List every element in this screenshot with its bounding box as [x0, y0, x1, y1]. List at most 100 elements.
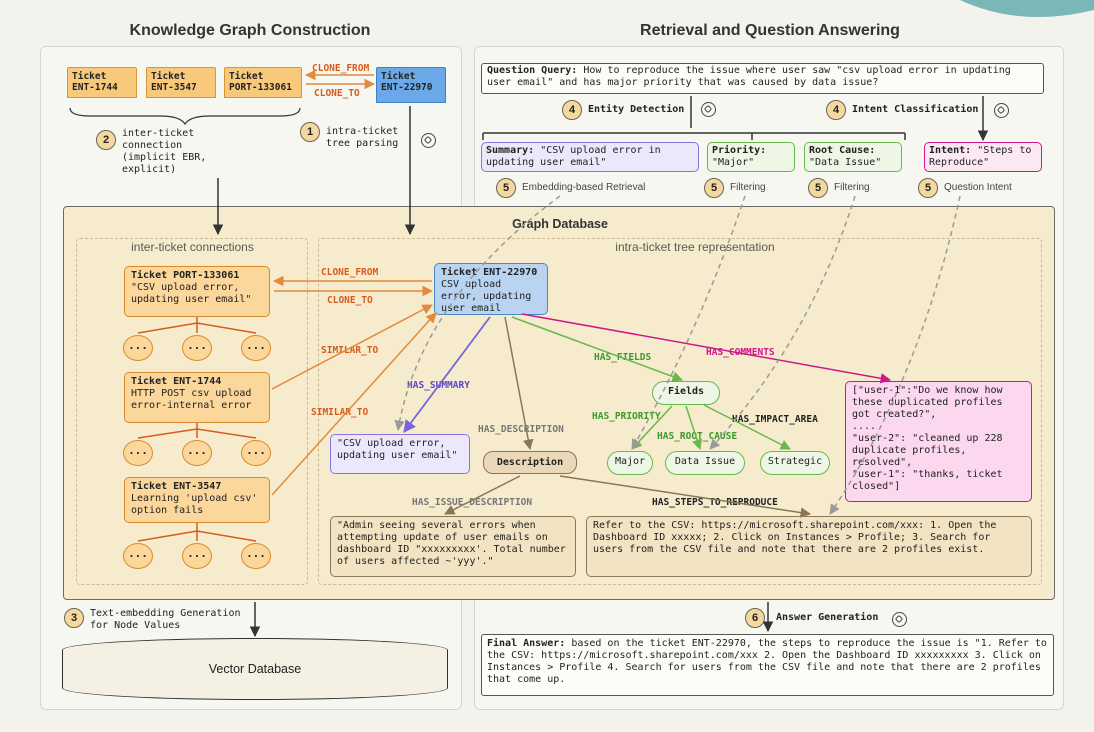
ticket-doc-id: ENT-22970	[381, 82, 433, 93]
ticket-doc-id: ENT-3547	[151, 82, 197, 93]
ticket-doc-label: Ticket	[229, 71, 264, 82]
step-5-badge: 5	[918, 178, 938, 198]
left-heading: Knowledge Graph Construction	[129, 22, 371, 39]
question-query-box: Question Query: How to reproduce the iss…	[481, 63, 1044, 94]
step-5-filtering-label: Filtering	[730, 182, 766, 193]
intent-box: Intent: "Steps to Reproduce"	[924, 142, 1042, 172]
child-node-ellipsis: ...	[241, 335, 271, 361]
intent-box-value: "Steps to Reproduce"	[929, 145, 1032, 168]
root-cause-entity-value: "Data Issue"	[809, 157, 882, 168]
intent-box-label: Intent:	[929, 145, 972, 156]
top-clone-to-label: CLONE_TO	[314, 88, 360, 99]
summary-entity-box: Summary: "CSV upload error in updating u…	[481, 142, 699, 172]
step-2-label: inter-ticket connection (implicit EBR, e…	[122, 128, 207, 175]
step-3-badge: 3	[64, 608, 84, 628]
right-heading: Retrieval and Question Answering	[640, 22, 900, 39]
question-query-text: How to reproduce the issue where user sa…	[487, 65, 1011, 88]
ticket-doc-id: ENT-1744	[72, 82, 118, 93]
step-4-intent-badge: 4	[826, 100, 846, 120]
step-1-badge: 1	[300, 122, 320, 142]
child-node-ellipsis: ...	[182, 543, 212, 569]
summary-entity-label: Summary:	[486, 145, 535, 156]
step-4-entity-badge: 4	[562, 100, 582, 120]
edge-label-has-description: HAS_DESCRIPTION	[478, 424, 564, 435]
intent-classification-label: Intent Classification	[852, 104, 979, 115]
field-value-major: Major	[607, 451, 653, 475]
step-5-badge: 5	[496, 178, 516, 198]
node-body: Learning 'upload csv' option fails	[131, 493, 258, 516]
node-title: Ticket ENT-1744	[131, 376, 222, 387]
step-6-badge: 6	[745, 608, 765, 628]
edge-label-clone-to: CLONE_TO	[327, 295, 373, 306]
step-5-badge: 5	[704, 178, 724, 198]
top-clone-from-label: CLONE_FROM	[312, 63, 370, 74]
openai-icon	[421, 133, 436, 148]
child-node-ellipsis: ...	[182, 335, 212, 361]
step-3-label: Text-embedding Generation for Node Value…	[90, 608, 241, 631]
node-ent-1744: Ticket ENT-1744 HTTP POST csv upload err…	[124, 372, 270, 423]
graph-database-title: Graph Database	[512, 217, 608, 231]
steps-to-reproduce-node: Refer to the CSV: https://microsoft.shar…	[586, 516, 1032, 577]
step-5-question-intent-label: Question Intent	[944, 182, 1012, 193]
node-title: Ticket ENT-3547	[131, 481, 222, 492]
root-cause-entity-box: Root Cause: "Data Issue"	[804, 142, 902, 172]
vector-database-label: Vector Database	[208, 662, 302, 676]
edge-label-similar-to-1: SIMILAR_TO	[321, 345, 379, 356]
priority-entity-value: "Major"	[712, 157, 755, 168]
edge-label-has-steps-to-reproduce: HAS_STEPS_TO_REPRODUCE	[652, 497, 778, 508]
openai-icon	[994, 103, 1009, 118]
node-title: Ticket PORT-133061	[131, 270, 240, 281]
edge-label-has-root-cause: HAS_ROOT_CAUSE	[657, 431, 738, 442]
question-query-label: Question Query:	[487, 65, 578, 76]
final-answer-label: Final Answer:	[487, 638, 566, 649]
node-body: "CSV upload error, updating user email"	[131, 282, 252, 305]
node-body: CSV upload error, updating user email	[441, 279, 532, 314]
child-node-ellipsis: ...	[182, 440, 212, 466]
vector-database-cylinder	[62, 638, 448, 700]
issue-description-node: "Admin seeing several errors when attemp…	[330, 516, 576, 577]
comments-node: ["user-1":"Do we know how these duplicat…	[845, 381, 1032, 502]
final-answer-text: based on the ticket ENT-22970, the steps…	[487, 638, 1047, 685]
step-5-filtering-label: Filtering	[834, 182, 870, 193]
corner-decoration	[960, 0, 1094, 18]
edge-label-similar-to-2: SIMILAR_TO	[311, 407, 369, 418]
field-value-data-issue: Data Issue	[665, 451, 745, 475]
root-cause-entity-label: Root Cause:	[809, 145, 876, 156]
ticket-doc-ent-1744: Ticket ENT-1744	[67, 67, 137, 98]
edge-label-has-priority: HAS_PRIORITY	[592, 411, 661, 422]
field-value-strategic: Strategic	[760, 451, 830, 475]
ticket-doc-ent-22970: Ticket ENT-22970	[376, 67, 446, 103]
child-node-ellipsis: ...	[123, 440, 153, 466]
edge-label-clone-from: CLONE_FROM	[321, 267, 379, 278]
step-1-label: intra-ticket tree parsing	[326, 126, 399, 149]
step-5-embedding-label: Embedding-based Retrieval	[522, 182, 646, 193]
ticket-doc-label: Ticket	[381, 71, 416, 82]
node-ent-3547: Ticket ENT-3547 Learning 'upload csv' op…	[124, 477, 270, 523]
ticket-doc-port-133061: Ticket PORT-133061	[224, 67, 302, 98]
child-node-ellipsis: ...	[123, 335, 153, 361]
entity-detection-label: Entity Detection	[588, 104, 685, 115]
edge-label-has-issue-description: HAS_ISSUE_DESCRIPTION	[412, 497, 533, 508]
node-ent-22970: Ticket ENT-22970 CSV upload error, updat…	[434, 263, 548, 315]
inter-ticket-title: inter-ticket connections	[131, 240, 254, 254]
summary-node: "CSV upload error, updating user email"	[330, 434, 470, 474]
child-node-ellipsis: ...	[241, 440, 271, 466]
child-node-ellipsis: ...	[241, 543, 271, 569]
priority-entity-label: Priority:	[712, 145, 767, 156]
edge-label-has-impact-area: HAS_IMPACT_AREA	[732, 414, 818, 425]
priority-entity-box: Priority: "Major"	[707, 142, 795, 172]
fields-node: Fields	[652, 381, 720, 405]
ticket-doc-id: PORT-133061	[229, 82, 292, 93]
intra-ticket-title: intra-ticket tree representation	[615, 240, 775, 254]
ticket-doc-ent-3547: Ticket ENT-3547	[146, 67, 216, 98]
child-node-ellipsis: ...	[123, 543, 153, 569]
node-title: Ticket ENT-22970	[441, 267, 538, 278]
ticket-doc-label: Ticket	[72, 71, 107, 82]
description-node: Description	[483, 451, 577, 474]
final-answer-box: Final Answer: based on the ticket ENT-22…	[481, 634, 1054, 696]
openai-icon	[892, 612, 907, 627]
edge-label-has-summary: HAS_SUMMARY	[407, 380, 470, 391]
step-2-badge: 2	[96, 130, 116, 150]
ticket-doc-label: Ticket	[151, 71, 186, 82]
